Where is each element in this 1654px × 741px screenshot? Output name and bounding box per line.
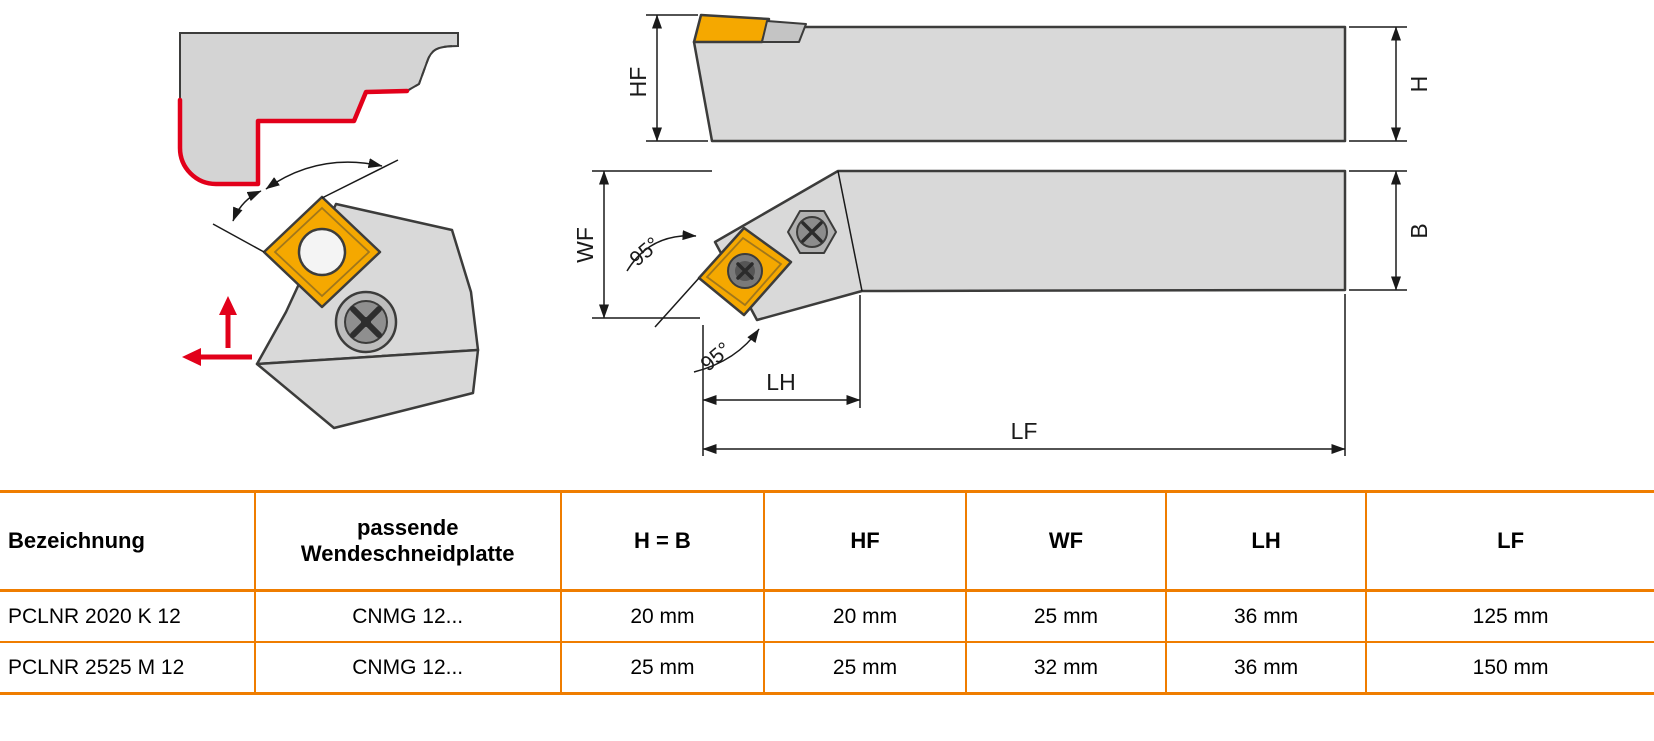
header-wf: WF — [964, 491, 1167, 592]
side-view-body — [692, 25, 1347, 143]
header-lh: LH — [1165, 491, 1367, 592]
label-lf: LF — [1011, 418, 1038, 444]
cell-wf: 25 mm — [964, 590, 1167, 642]
table-row: PCLNR 2020 K 12 CNMG 12... 20 mm 20 mm 2… — [0, 590, 1654, 642]
label-b: B — [1406, 223, 1432, 238]
feed-arrow-left-head — [182, 348, 201, 366]
label-h: H — [1406, 76, 1432, 93]
angle-arc-top — [626, 230, 697, 272]
machined-contour-red-line — [177, 88, 410, 187]
insert-hole — [297, 227, 347, 277]
holder-bottom-wedge — [255, 348, 480, 430]
header-hf: HF — [763, 491, 966, 592]
plan-view-head-line — [837, 170, 863, 292]
table-row: PCLNR 2525 M 12 CNMG 12... 25 mm 25 mm 3… — [0, 641, 1654, 694]
plan-view: WF B 95° 95° LH LF — [572, 169, 1432, 456]
table-header-row: Bezeichnung passende Wendeschneidplatte … — [0, 491, 1654, 592]
technical-drawing: HF H WF B — [177, 13, 1432, 456]
feed-arrow-up-head — [219, 296, 237, 315]
dimension-table: Bezeichnung passende Wendeschneidplatte … — [0, 490, 1654, 695]
label-wf: WF — [572, 227, 598, 263]
cell-lf: 150 mm — [1365, 641, 1654, 694]
cell-lh: 36 mm — [1165, 641, 1367, 694]
label-lh: LH — [766, 369, 795, 395]
angle-arc-small — [232, 190, 262, 222]
cell-lh: 36 mm — [1165, 590, 1367, 642]
side-view-insert — [692, 13, 771, 44]
cell-lf: 125 mm — [1365, 590, 1654, 642]
header-h-b: H = B — [559, 491, 765, 592]
workpiece-body — [179, 32, 459, 185]
header-wendeschneidplatte: passende Wendeschneidplatte — [253, 491, 561, 592]
side-view-clamp — [761, 20, 807, 43]
cell-h-b: 25 mm — [559, 641, 765, 694]
cell-hf: 25 mm — [763, 641, 966, 694]
cell-bezeichnung: PCLNR 2525 M 12 — [0, 641, 255, 694]
cell-h-b: 20 mm — [559, 590, 765, 642]
angle-ref-line-top — [321, 159, 399, 199]
workpiece-dashed-outline — [179, 32, 459, 100]
workpiece-illustration — [177, 32, 459, 187]
plan-insert-torx-icon — [736, 262, 754, 280]
side-view: HF H — [625, 13, 1432, 143]
insert-diamond-inner-line — [273, 206, 371, 298]
cutting-edge-extension-line — [654, 277, 700, 328]
cell-hf: 20 mm — [763, 590, 966, 642]
angle-arc-large — [265, 158, 383, 190]
header-lf: LF — [1365, 491, 1654, 592]
label-hf: HF — [625, 67, 651, 98]
toolholder-illustration — [182, 158, 480, 430]
cell-wendeschneidplatte: CNMG 12... — [253, 590, 561, 642]
cell-wendeschneidplatte: CNMG 12... — [253, 641, 561, 694]
plan-clamp-torx-icon — [801, 221, 823, 243]
angle-ref-line-left — [212, 223, 265, 253]
feed-direction-arrows — [182, 296, 252, 366]
cell-bezeichnung: PCLNR 2020 K 12 — [8, 604, 181, 628]
clamp-screw-center — [361, 317, 371, 327]
cell-wf: 32 mm — [964, 641, 1167, 694]
header-bezeichnung: Bezeichnung — [0, 491, 255, 592]
plan-insert-inner-line — [705, 236, 783, 307]
